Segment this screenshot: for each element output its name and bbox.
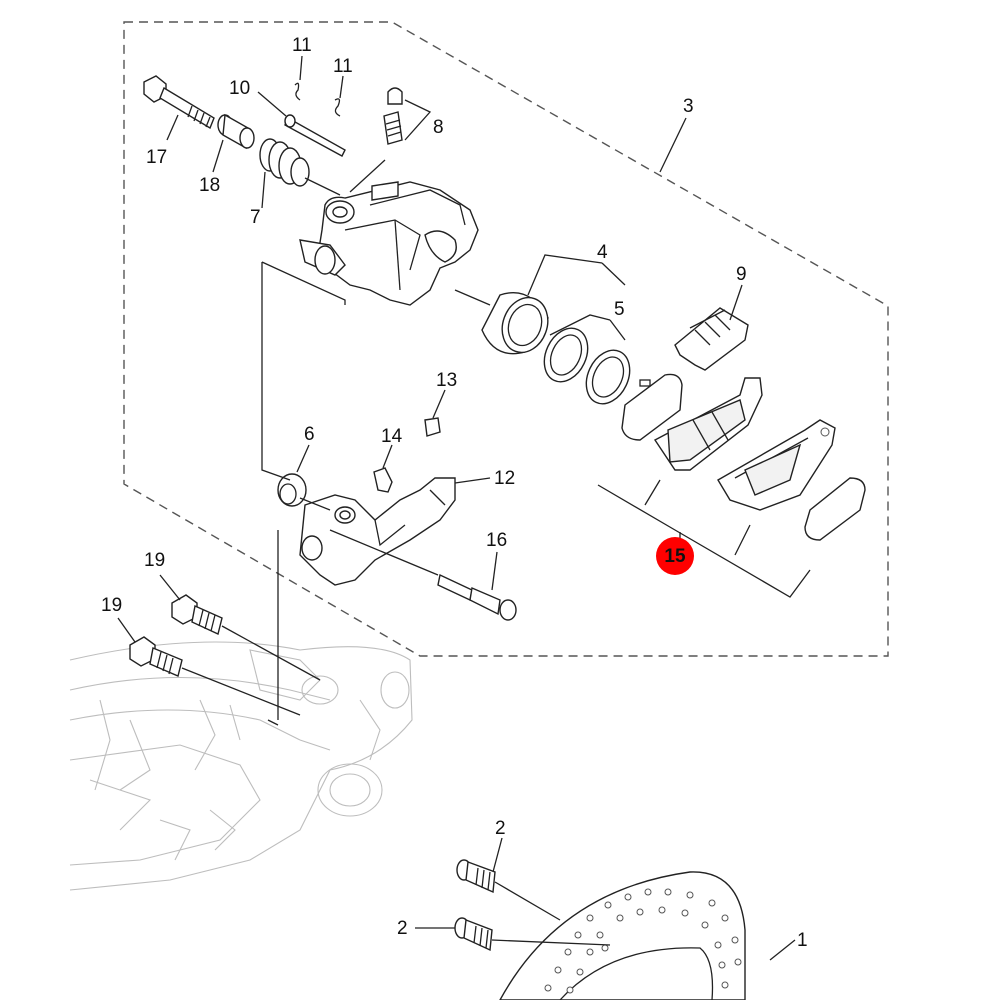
callout-13: 13 (436, 370, 457, 391)
leader-3 (659, 117, 687, 173)
leader-4 (527, 254, 626, 296)
callout-8: 8 (433, 117, 444, 138)
brake-pad-left (653, 377, 763, 471)
clip-11-left (294, 82, 301, 101)
disc-bolt-lower (454, 917, 493, 952)
leader-19b (117, 617, 136, 643)
callout-10: 10 (229, 78, 250, 99)
callout-4: 4 (597, 242, 608, 263)
bolt-19-lower (129, 636, 183, 677)
pad-support-14 (373, 467, 393, 493)
piston-seal-5b (585, 349, 631, 405)
leader-12 (454, 477, 491, 484)
callout-1: 1 (797, 930, 808, 951)
leader-9 (729, 284, 743, 321)
callout-6: 6 (304, 424, 315, 445)
sleeve-18 (217, 113, 255, 150)
callout-19-upper: 19 (144, 550, 165, 571)
leader-7 (261, 171, 266, 209)
leader-16 (491, 551, 498, 591)
swingarm-ghost (69, 641, 413, 891)
callout-3: 3 (683, 96, 694, 117)
disc-bolt-upper (456, 859, 496, 894)
bolt-17 (143, 75, 215, 130)
callout-2-lower: 2 (397, 918, 408, 939)
callout-7: 7 (250, 207, 261, 228)
callout-19-lower: 19 (101, 595, 122, 616)
caliper-assembly-boundary (123, 21, 889, 657)
callout-15: 15 (664, 546, 686, 567)
callout-17: 17 (146, 147, 167, 168)
callout-5: 5 (614, 299, 625, 320)
leader-10 (257, 91, 287, 117)
callout-11-right: 11 (333, 56, 353, 77)
clip-11-right (334, 98, 341, 117)
boot-6 (277, 473, 307, 507)
piston-4 (481, 291, 549, 355)
brake-pad-right (717, 419, 836, 511)
callout-18: 18 (199, 175, 220, 196)
leader-19a (159, 574, 181, 601)
pin-16 (437, 573, 517, 621)
leader-1 (769, 939, 796, 961)
brake-disc-holes (544, 888, 742, 994)
pad-spring-9 (674, 307, 749, 371)
leader-11b (339, 75, 344, 99)
bleed-screw-8 (383, 87, 403, 145)
pad-pin-10 (284, 114, 346, 157)
callout-2-upper: 2 (495, 818, 506, 839)
piston-seal-5a (543, 327, 589, 383)
callout-12: 12 (494, 468, 515, 489)
highlight-badge-15[interactable] (656, 537, 694, 575)
pad-support-13 (424, 417, 441, 437)
callout-9: 9 (736, 264, 747, 285)
leader-11a (299, 55, 303, 81)
leader-14 (382, 444, 393, 469)
leader-8 (404, 99, 432, 141)
caliper-bracket-12 (299, 477, 456, 586)
leader-17 (166, 114, 179, 141)
leader-5 (549, 314, 626, 341)
leader-13 (432, 389, 446, 419)
brake-disc (499, 871, 746, 1000)
leader-6 (296, 444, 310, 473)
caliper-body (299, 181, 479, 306)
brake-pad-shim-left (621, 373, 683, 441)
brake-pad-shim-right (804, 477, 866, 541)
callout-16: 16 (486, 530, 507, 551)
callout-11-left: 11 (292, 35, 312, 56)
leader-18 (212, 139, 224, 173)
callout-14: 14 (381, 426, 403, 447)
bolt-19-upper (171, 594, 223, 635)
leader-2a (492, 837, 503, 873)
boot-7 (259, 138, 310, 187)
